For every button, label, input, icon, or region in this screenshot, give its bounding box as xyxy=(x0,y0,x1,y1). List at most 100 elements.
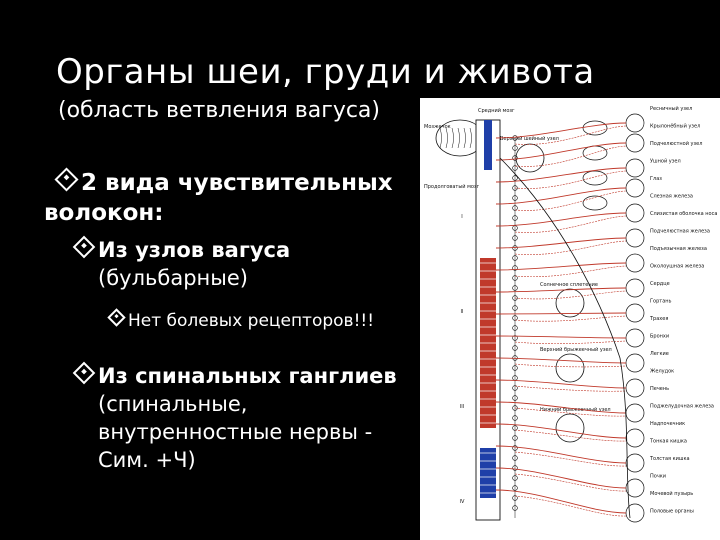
slide-title: Органы шеи, груди и живота xyxy=(56,52,595,92)
vagus-nerve-line xyxy=(499,157,631,519)
central-ganglion-circle xyxy=(555,353,585,383)
nerve-fiber-dashed xyxy=(514,215,627,233)
bullet-sub2-line3: Сим. +Ч) xyxy=(98,448,196,472)
organ-label: Околоушная железа xyxy=(650,264,704,270)
label-cerebellum: Мозжечок xyxy=(424,124,451,130)
cerebellum-fold xyxy=(463,127,466,149)
nerve-fiber xyxy=(495,187,627,205)
nerve-fiber-dashed xyxy=(514,290,627,300)
diamond-bullet-icon xyxy=(54,167,79,192)
nerve-fiber xyxy=(495,312,627,315)
nerve-fiber xyxy=(495,467,627,489)
spine-level-label: IV xyxy=(460,499,465,505)
nerve-fiber xyxy=(495,401,627,414)
organ-label: Тонкая кишка xyxy=(649,439,687,445)
organ-shape xyxy=(625,113,645,133)
organ-label: Ушной узел xyxy=(650,158,681,165)
nerve-fiber xyxy=(495,212,627,227)
diamond-bullet-icon xyxy=(107,308,126,327)
organ-shape xyxy=(625,303,645,323)
diamond-bullet-icon xyxy=(72,361,96,385)
nerve-fiber-dashed xyxy=(514,363,627,368)
peripheral-ganglion xyxy=(582,195,608,211)
nerve-fiber-dashed xyxy=(514,145,627,167)
organ-label: Толстая кишка xyxy=(649,456,690,462)
organ-label: Почки xyxy=(650,474,666,480)
organ-shape xyxy=(625,158,645,178)
organ-label: Ресничный узел xyxy=(650,105,692,112)
nerve-fiber-dashed xyxy=(514,385,627,392)
organ-shape xyxy=(625,378,645,398)
nerve-fiber xyxy=(495,287,627,293)
bullet-sub2-bold: Из спинальных ганглиев xyxy=(98,364,397,388)
organ-label: Легкие xyxy=(650,351,669,357)
organ-label: Половые органы xyxy=(650,509,694,515)
organ-shape xyxy=(625,353,645,373)
peripheral-ganglion xyxy=(582,170,608,186)
organ-label: Поджелудочная железа xyxy=(650,404,714,410)
nerve-fiber xyxy=(495,489,627,514)
nerve-fiber-dashed xyxy=(514,495,627,517)
nerve-fiber-dashed xyxy=(514,340,627,345)
organ-shape xyxy=(625,133,645,153)
brainstem-blue-segment xyxy=(484,120,492,170)
bullet-main-line1: 2 вида чувствительных xyxy=(81,170,393,196)
slide-subtitle: (область ветвления вагуса) xyxy=(58,98,380,123)
organ-shape xyxy=(625,253,645,273)
organ-label: Печень xyxy=(650,386,669,392)
organ-label: Желудок xyxy=(650,369,674,375)
label-medulla: Продолговатый мозг xyxy=(424,183,480,190)
organ-label: Слизистая оболочка носа xyxy=(650,211,717,217)
nerve-fiber-dashed xyxy=(514,190,627,211)
organ-shape xyxy=(625,278,645,298)
organ-label: Гортань xyxy=(650,299,672,305)
sacral-blue-segment xyxy=(480,448,496,498)
central-ganglion-circle xyxy=(555,288,585,318)
bullet-sub1-note-text: Нет болевых рецепторов!!! xyxy=(128,311,375,331)
peripheral-ganglion xyxy=(582,120,608,136)
nerve-fiber-dashed xyxy=(514,125,627,145)
nerve-fiber-dashed xyxy=(514,429,627,442)
central-ganglion-label: Верхний шейный узел xyxy=(500,135,559,142)
bullet-sub2-line2: внутренностные нервы - xyxy=(98,420,373,444)
spine-level-label: III xyxy=(460,404,464,410)
nerve-fiber xyxy=(495,262,627,271)
organ-shape xyxy=(625,228,645,248)
nerve-fiber-dashed xyxy=(514,473,627,492)
organ-label: Надпочечник xyxy=(650,421,685,427)
organ-label: Подчелюстной узел xyxy=(650,140,702,147)
organ-shape xyxy=(625,328,645,348)
central-ganglion-label: Нижний брыжеечный узел xyxy=(540,406,611,413)
nerve-fiber-dashed xyxy=(514,315,627,322)
nerve-fiber xyxy=(495,357,627,364)
label-midbrain: Средний мозг xyxy=(478,107,515,114)
nerve-fiber xyxy=(495,379,627,389)
organ-label: Глаз xyxy=(650,176,662,182)
organ-label: Подъязычная железа xyxy=(650,246,707,252)
bullet-sub1-note: Нет болевых рецепторов!!! xyxy=(30,308,410,332)
cerebellum-fold xyxy=(457,127,460,149)
nerve-fiber xyxy=(495,167,627,183)
cerebellum-fold xyxy=(439,127,442,149)
nerve-fiber-dashed xyxy=(514,407,627,417)
organ-label: Мочевой пузырь xyxy=(650,490,693,497)
organ-label: Подчелюстная железа xyxy=(650,229,710,235)
organ-label: Бронхи xyxy=(650,334,669,340)
organ-label: Трахея xyxy=(649,316,668,322)
organ-label: Сердце xyxy=(650,281,670,287)
nerve-fiber-dashed xyxy=(514,170,627,189)
bullet-sub2-line1: (спинальные, xyxy=(98,392,248,416)
nerve-fiber xyxy=(495,142,627,161)
nerve-fiber xyxy=(495,423,627,439)
organ-shape xyxy=(625,178,645,198)
cerebellum-fold xyxy=(469,127,472,149)
nerve-fiber xyxy=(495,122,627,139)
nerve-fiber-dashed xyxy=(514,265,627,277)
organ-shape xyxy=(625,428,645,448)
nerve-fiber-dashed xyxy=(514,240,627,255)
spine-level-label: II xyxy=(461,309,464,315)
cerebellum-fold xyxy=(451,127,454,149)
organ-shape xyxy=(625,478,645,498)
spine-level-label: I xyxy=(461,214,462,220)
bullet-sub1-bold: Из узлов вагуса xyxy=(98,238,291,262)
